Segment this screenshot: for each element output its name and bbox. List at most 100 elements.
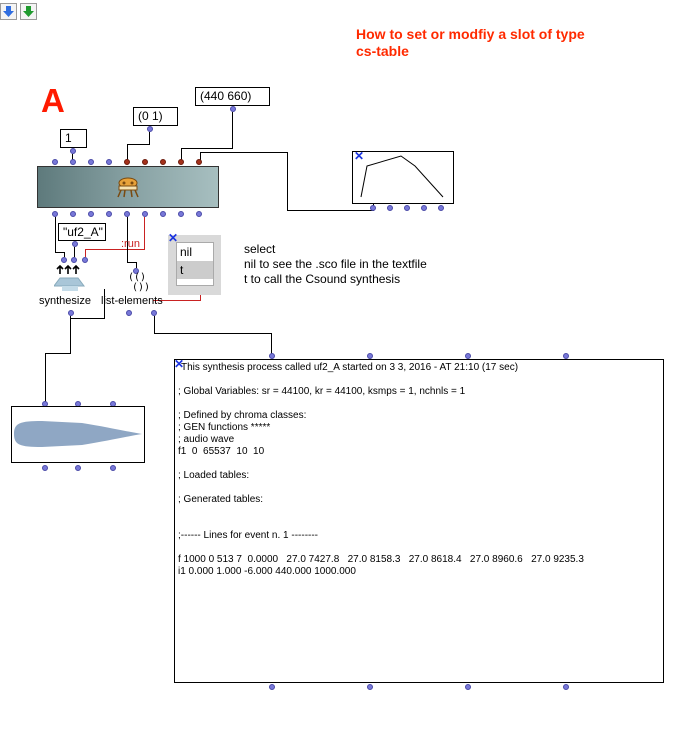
textfile-inlet[interactable] xyxy=(269,353,275,359)
svg-text:((): (() xyxy=(128,272,146,283)
bpf-editor[interactable] xyxy=(352,151,454,204)
list-elements-outlet[interactable] xyxy=(126,310,132,316)
toolbar-button-left[interactable] xyxy=(0,3,17,20)
wire-s1 xyxy=(55,217,56,253)
synthesize-inlet[interactable] xyxy=(82,257,88,263)
block-outlet[interactable] xyxy=(196,211,202,217)
wire-l2 xyxy=(127,262,137,263)
block-outlet[interactable] xyxy=(124,211,130,217)
value-box-name[interactable]: "uf2_A" xyxy=(58,223,106,241)
page-title: How to set or modfiy a slot of type cs-t… xyxy=(356,26,656,60)
block-outlet[interactable] xyxy=(88,211,94,217)
section-label: A xyxy=(41,82,65,119)
synthesize-inlet[interactable] xyxy=(71,257,77,263)
textfile-line: This synthesis process called uf2_A star… xyxy=(181,362,519,373)
bpf-outlet[interactable] xyxy=(404,205,410,211)
synthesize-inlet[interactable] xyxy=(61,257,67,263)
textfile-inlet[interactable] xyxy=(465,353,471,359)
selection-close-icon[interactable]: ✕ xyxy=(168,231,179,245)
title-line-2: cs-table xyxy=(356,43,409,59)
wire-menu-2 xyxy=(200,294,201,301)
wire-bpf-d xyxy=(287,210,374,211)
note-line-3: t to call the Csound synthesis xyxy=(244,272,401,286)
textfile-outlet[interactable] xyxy=(465,684,471,690)
bpf-curve xyxy=(360,155,444,198)
textfile-line xyxy=(178,398,663,410)
textfile-line: ; Generated tables: xyxy=(178,494,264,505)
synthesize-label: synthesize xyxy=(39,295,91,307)
textfile-inlet[interactable] xyxy=(563,353,569,359)
textfile-line xyxy=(178,518,663,530)
toolbar-button-right[interactable] xyxy=(20,3,37,20)
synthesis-class-box[interactable] xyxy=(37,166,219,208)
value-box-freqs-outlet[interactable] xyxy=(230,106,236,112)
block-inlet[interactable] xyxy=(52,159,58,165)
textfile-line: f1 0 65537 10 10 xyxy=(178,446,265,457)
textfile-line xyxy=(178,458,663,470)
block-inlet-red[interactable] xyxy=(196,159,202,165)
bpf-outlet[interactable] xyxy=(370,205,376,211)
sound-outlet[interactable] xyxy=(42,465,48,471)
textfile-line xyxy=(178,542,663,554)
textfile-outlet[interactable] xyxy=(269,684,275,690)
textfile-inlet[interactable] xyxy=(367,353,373,359)
bpf-outlet[interactable] xyxy=(438,205,444,211)
textfile-line: f 1000 0 513 7 0.0000 27.0 7427.8 27.0 8… xyxy=(178,554,584,565)
wire-snd-1 xyxy=(104,289,105,319)
block-outlet[interactable] xyxy=(106,211,112,217)
selection-list[interactable]: nil t xyxy=(176,242,214,286)
bpf-close-icon[interactable]: ✕ xyxy=(354,149,365,163)
value-box-range-outlet[interactable] xyxy=(147,126,153,132)
wire-run-1 xyxy=(144,217,145,250)
block-outlet[interactable] xyxy=(52,211,58,217)
value-box-name-outlet[interactable] xyxy=(72,241,78,247)
bpf-outlet[interactable] xyxy=(387,205,393,211)
list-elements-inlet[interactable] xyxy=(133,268,139,274)
wire-1 xyxy=(72,154,73,162)
wire-s2 xyxy=(55,252,65,253)
list-elements-label: list-elements xyxy=(101,295,163,307)
block-inlet-red[interactable] xyxy=(124,159,130,165)
list-elements-icon[interactable]: (() ()) xyxy=(126,270,152,292)
synthesize-outlet[interactable] xyxy=(68,310,74,316)
block-inlet-red[interactable] xyxy=(178,159,184,165)
wire-range-v2 xyxy=(127,144,128,162)
wire-s4 xyxy=(74,247,75,257)
block-inlet-red[interactable] xyxy=(160,159,166,165)
wire-txt-1 xyxy=(154,316,155,334)
sound-editor[interactable] xyxy=(11,406,145,463)
instrument-icon xyxy=(117,177,139,198)
block-inlet[interactable] xyxy=(106,159,112,165)
textfile-close-icon[interactable]: ✕ xyxy=(174,357,185,371)
textfile-line xyxy=(178,506,663,518)
note-line-2: nil to see the .sco file in the textfile xyxy=(244,257,427,271)
block-outlet[interactable] xyxy=(160,211,166,217)
menu-item-nil[interactable]: nil xyxy=(180,245,193,259)
list-elements-outlet[interactable] xyxy=(151,310,157,316)
wire-freqs-v2 xyxy=(181,148,182,162)
value-box-1-outlet[interactable] xyxy=(70,148,76,154)
synthesize-icon[interactable] xyxy=(54,264,94,294)
textfile-outlet[interactable] xyxy=(563,684,569,690)
block-outlet[interactable] xyxy=(70,211,76,217)
textfile-editor[interactable]: This synthesis process called uf2_A star… xyxy=(174,359,664,683)
block-outlet[interactable] xyxy=(178,211,184,217)
wire-range-h xyxy=(127,144,150,145)
block-inlet-red[interactable] xyxy=(142,159,148,165)
wire-l3 xyxy=(136,262,137,268)
value-box-range[interactable]: (0 1) xyxy=(133,107,178,126)
block-inlet[interactable] xyxy=(70,159,76,165)
textfile-line: ; Global Variables: sr = 44100, kr = 441… xyxy=(178,386,466,397)
wire-bpf-b xyxy=(200,152,288,153)
value-box-1[interactable]: 1 xyxy=(60,129,87,148)
bpf-outlet[interactable] xyxy=(421,205,427,211)
menu-item-t[interactable]: t xyxy=(177,261,213,279)
wire-snd-2 xyxy=(70,318,105,319)
textfile-outlet[interactable] xyxy=(367,684,373,690)
sound-outlet[interactable] xyxy=(75,465,81,471)
sound-outlet[interactable] xyxy=(110,465,116,471)
block-inlet[interactable] xyxy=(88,159,94,165)
wire-snd-5 xyxy=(45,353,46,403)
block-outlet[interactable] xyxy=(142,211,148,217)
value-box-freqs[interactable]: (440 660) xyxy=(195,87,270,106)
